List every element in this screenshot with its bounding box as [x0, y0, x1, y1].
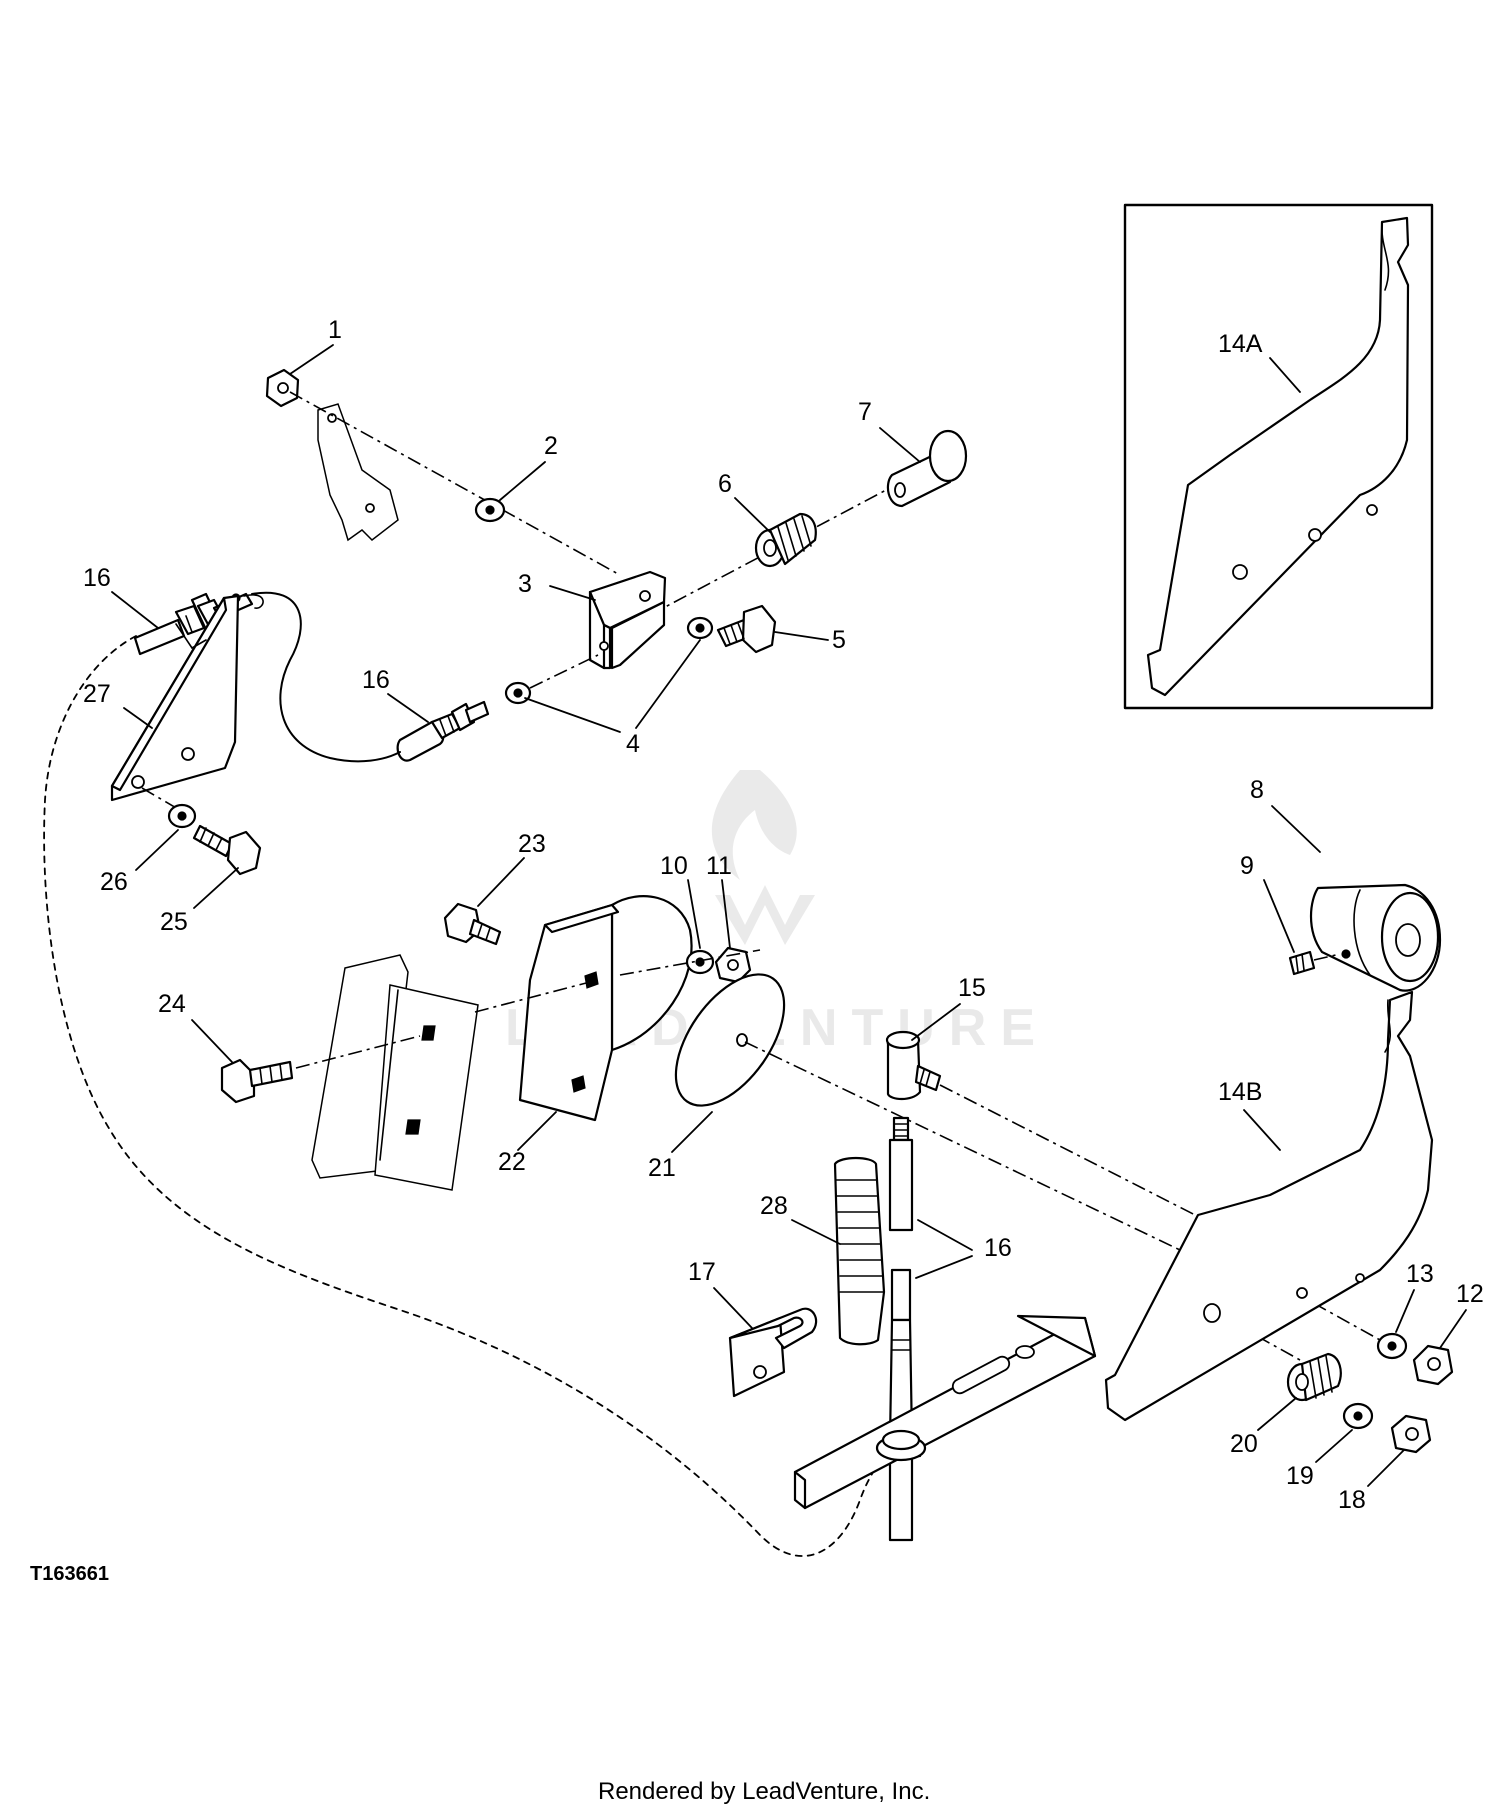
- centerline-lower: [744, 1041, 1181, 1251]
- centerline-washer: [529, 654, 599, 689]
- callout-23: 23: [518, 830, 546, 858]
- callout-1: 1: [328, 316, 342, 344]
- callout-10: 10: [660, 852, 688, 880]
- callout-27: 27: [83, 680, 111, 708]
- washer-13: 13: [1376, 1260, 1434, 1360]
- nut-1: 1: [265, 316, 342, 408]
- pin-7: 7: [858, 398, 968, 508]
- nut-18: 18: [1338, 1414, 1432, 1514]
- figure-code: T163661: [30, 1563, 109, 1585]
- bolt-24: 24: [158, 990, 294, 1104]
- callout-12: 12: [1456, 1280, 1484, 1308]
- callout-28: 28: [760, 1192, 788, 1220]
- spacer-2: 2: [474, 432, 558, 523]
- cable-16-lower: 16: [878, 1116, 1012, 1542]
- callout-11: 11: [706, 852, 732, 880]
- cable-upper-loop: [251, 591, 401, 763]
- centerline-10-11: [619, 949, 761, 976]
- inset-frame: 14A: [1123, 203, 1434, 710]
- bellows-28: 28: [760, 1156, 886, 1346]
- footer-credit: Rendered by LeadVenture, Inc.: [598, 1778, 930, 1805]
- centerline-upper: [289, 391, 621, 576]
- callout-4: 4: [626, 730, 640, 758]
- callout-8: 8: [1250, 776, 1264, 804]
- bolt-25: 25: [160, 824, 262, 936]
- disc-21: 21: [648, 973, 786, 1182]
- nut-11: 11: [706, 852, 752, 984]
- washer-26: 26: [100, 803, 197, 896]
- centerline-22: [474, 981, 591, 1013]
- callout-13: 13: [1406, 1260, 1434, 1288]
- callout-16-top: 16: [83, 564, 111, 592]
- slotted-plate: [793, 1314, 1097, 1510]
- centerline-15-14b: [939, 1084, 1206, 1221]
- callout-22: 22: [498, 1148, 526, 1176]
- spring-6: 6: [718, 470, 817, 568]
- setscrew-9: 9: [1240, 852, 1341, 976]
- callout-2: 2: [544, 432, 558, 460]
- spring-20: 20: [1230, 1352, 1342, 1458]
- bracket-3: 3: [518, 570, 667, 670]
- washer-4-upper: [686, 616, 714, 640]
- callout-26: 26: [100, 868, 128, 896]
- callout-15: 15: [958, 974, 986, 1002]
- callout-17: 17: [688, 1258, 716, 1286]
- centerline-14b-20: [1209, 1309, 1301, 1361]
- callout-16-mid: 16: [362, 666, 390, 694]
- blade-14B: 14B: [1104, 990, 1434, 1422]
- bolt-23: 23: [443, 830, 546, 946]
- knob-8: 8: [1250, 776, 1442, 992]
- callout-18: 18: [1338, 1486, 1366, 1514]
- callout-21: 21: [648, 1154, 676, 1182]
- callout-9: 9: [1240, 852, 1254, 880]
- callout-20: 20: [1230, 1430, 1258, 1458]
- clip-17: 17: [688, 1258, 818, 1398]
- cable-routing-loop: [43, 635, 881, 1557]
- callout-16-low: 16: [984, 1234, 1012, 1262]
- centerline-24: [295, 1035, 421, 1069]
- mount-plate-outline: [311, 954, 479, 1191]
- washer-4-lower: [504, 681, 532, 705]
- washer-19: 19: [1286, 1402, 1374, 1490]
- bracket-22: 22: [498, 895, 693, 1176]
- cable-end-16-mid: 16: [362, 666, 490, 762]
- callout-6: 6: [718, 470, 732, 498]
- washer-10: 10: [660, 852, 715, 975]
- callout-25: 25: [160, 908, 188, 936]
- callout-24: 24: [158, 990, 186, 1018]
- lever-outline: [317, 403, 399, 542]
- callout-5: 5: [832, 626, 846, 654]
- callout-14B: 14B: [1218, 1078, 1262, 1106]
- callout-7: 7: [858, 398, 872, 426]
- bolt-5: 5: [716, 604, 846, 654]
- centerline-14b-13: [1289, 1289, 1381, 1341]
- plate-27: 27: [83, 594, 240, 802]
- callout-14A: 14A: [1218, 330, 1263, 358]
- callout-19: 19: [1286, 1462, 1314, 1490]
- nut-12: 12: [1412, 1280, 1484, 1386]
- callout-3: 3: [518, 570, 532, 598]
- ferrule-15: 15: [885, 974, 986, 1101]
